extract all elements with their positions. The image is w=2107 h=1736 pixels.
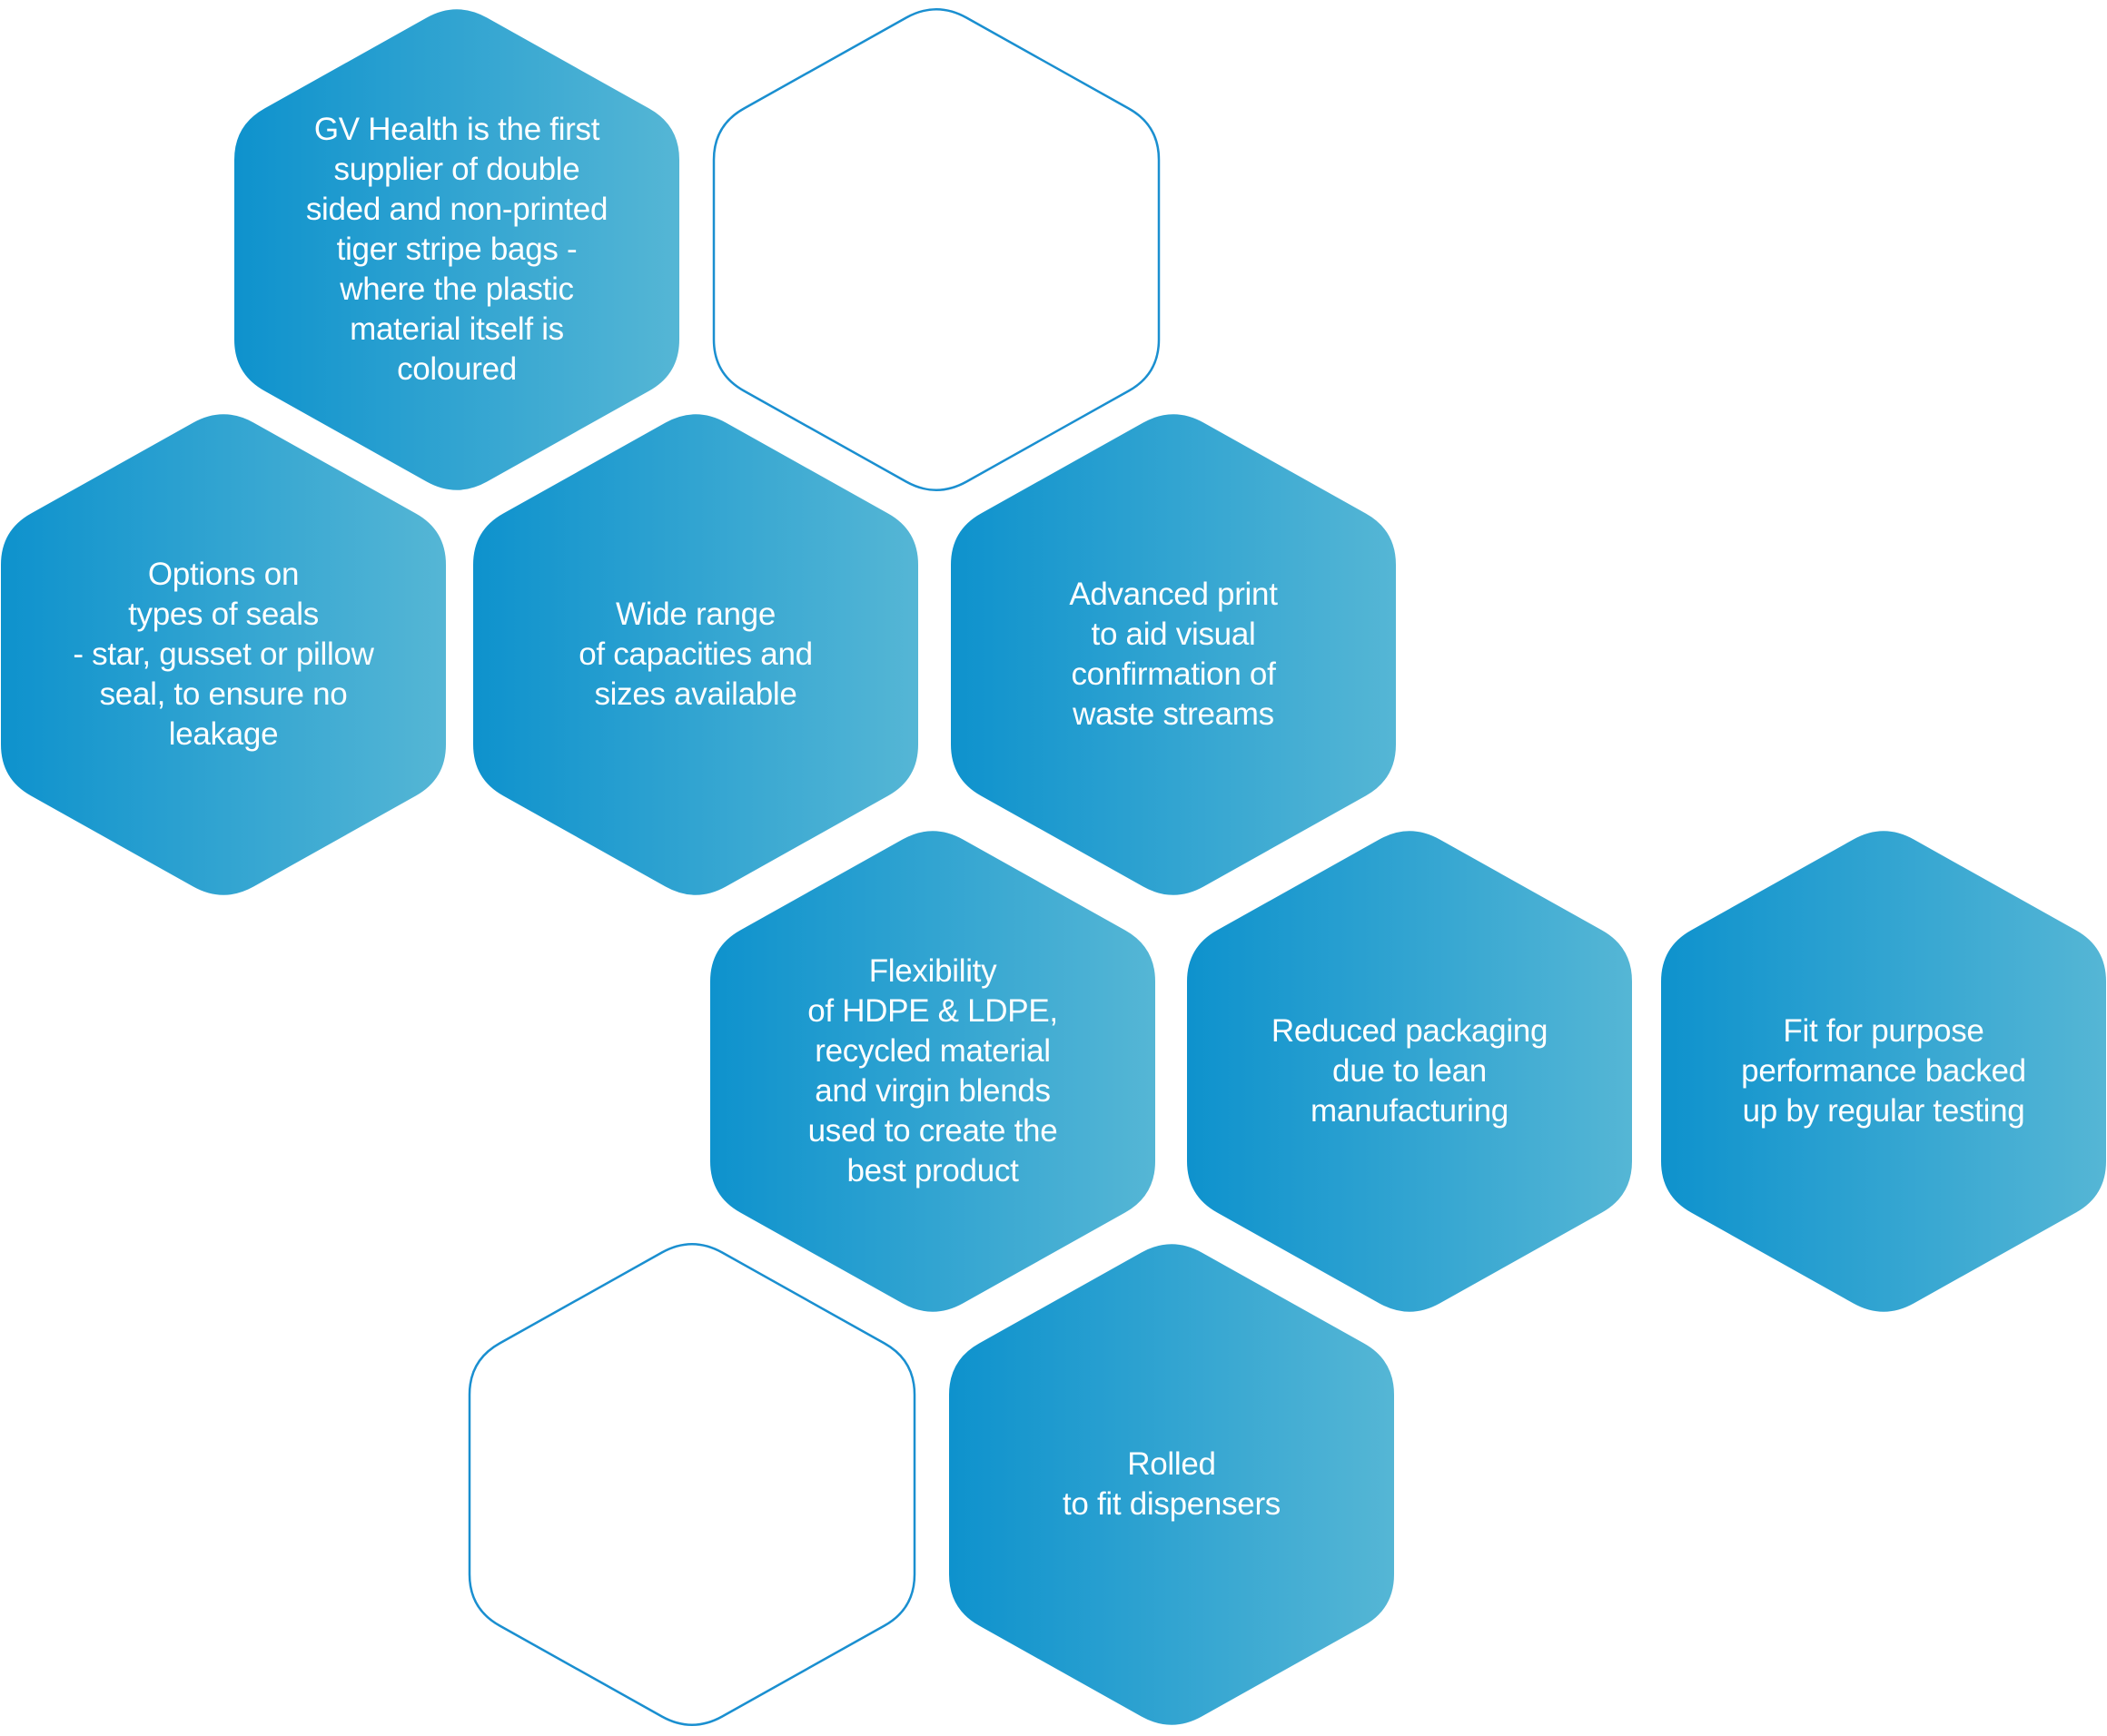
hexagon-gv-health-first	[234, 9, 679, 490]
hexagon-empty-bottom	[468, 1243, 916, 1726]
hexagon-text-wide-range: Wide range of capacities and sizes avail…	[579, 597, 813, 712]
hexagon-flexibility	[710, 831, 1155, 1312]
hexagon-text-fit-for-purpose: Fit for purpose performance backed up by…	[1741, 1013, 2026, 1129]
hexagon-text-reduced-packaging: Reduced packaging due to lean manufactur…	[1271, 1013, 1548, 1129]
hexagon-wide-range	[473, 414, 918, 895]
hexagon-seal-options	[1, 414, 446, 895]
hexagon-text-flexibility: Flexibility of HDPE & LDPE, recycled mat…	[807, 953, 1058, 1189]
hexagon-fit-for-purpose	[1661, 831, 2106, 1312]
hexagon-advanced-print	[951, 414, 1396, 895]
hexagon-text-gv-health-first: GV Health is the first supplier of doubl…	[305, 112, 608, 387]
hexagon-rolled	[949, 1244, 1394, 1725]
hexagon-text-seal-options: Options on types of seals - star, gusset…	[73, 557, 374, 752]
hexagon-reduced-packaging	[1187, 831, 1632, 1312]
hexagon-empty-top	[712, 8, 1161, 491]
hexagon-text-advanced-print: Advanced print to aid visual confirmatio…	[1069, 577, 1278, 732]
hexagon-text-rolled: Rolled to fit dispensers	[1062, 1446, 1281, 1522]
